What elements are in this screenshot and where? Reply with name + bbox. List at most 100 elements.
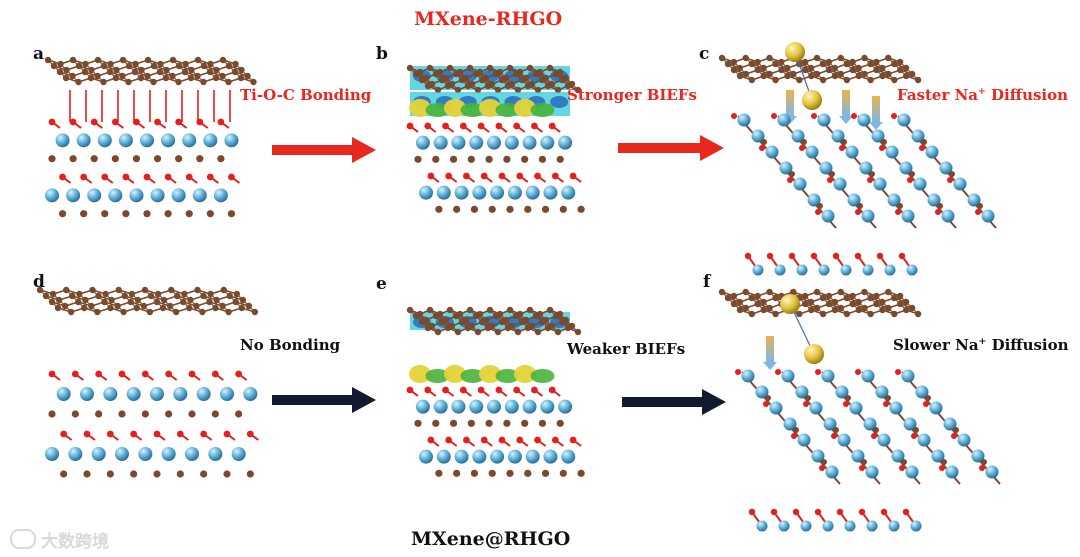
titanium-atom (561, 449, 576, 464)
mxene-slab (406, 122, 585, 213)
carbon-atom (841, 139, 847, 145)
carbon-atom (541, 205, 550, 213)
oxygen-atom (569, 172, 577, 180)
carbon-atom (238, 304, 245, 312)
carbon-atom (796, 76, 803, 84)
carbon-atom (897, 66, 904, 74)
carbon-atom (125, 62, 133, 70)
oxygen-atom (164, 173, 172, 181)
carbon-atom (87, 74, 95, 82)
arrow-head (702, 389, 726, 415)
carbon-atom (175, 155, 183, 163)
carbon-atom (449, 155, 458, 163)
titanium-atom (161, 447, 176, 461)
carbon-atom (120, 308, 127, 316)
carbon-atom (101, 210, 109, 218)
carbon-atom (438, 76, 446, 84)
titanium-atom (415, 135, 430, 150)
carbon-atom (485, 155, 493, 163)
oxygen-atom (891, 113, 897, 119)
carbon-atom (181, 68, 189, 76)
oxygen-atom (839, 145, 845, 151)
carbon-atom (424, 82, 432, 90)
carbon-atom (138, 66, 145, 74)
carbon-atom (75, 78, 82, 86)
carbon-atom (414, 419, 422, 427)
carbon-atom (444, 324, 452, 332)
oxygen-atom (442, 386, 449, 394)
carbon-atom (80, 210, 88, 218)
oxygen-atom (206, 173, 214, 181)
carbon-atom (219, 302, 226, 310)
titanium-atom (540, 135, 555, 150)
carbon-atom (466, 64, 474, 72)
oxygen-atom (445, 172, 453, 180)
titanium-atom (899, 161, 913, 175)
oxygen-atom (130, 430, 138, 438)
titanium-atom (436, 449, 451, 464)
carbon-atom (754, 66, 761, 74)
carbon-atom (861, 54, 868, 62)
carbon-atom (524, 324, 532, 332)
oxygen-atom (895, 209, 901, 215)
carbon-atom (207, 290, 214, 298)
carbon-atom (418, 318, 426, 326)
carbon-atom (825, 300, 833, 308)
panel-d-structure (36, 286, 259, 478)
carbon-atom (94, 56, 102, 64)
carbon-atom (454, 328, 462, 336)
oxygen-atom (200, 430, 208, 438)
carbon-atom (449, 419, 458, 427)
carbon-atom (736, 298, 744, 306)
titanium-atom (558, 399, 573, 414)
carbon-atom (801, 58, 809, 66)
oxygen-atom (196, 118, 204, 126)
graphene-sheet (36, 286, 259, 316)
carbon-atom (453, 205, 461, 213)
oxygen-atom (919, 145, 925, 151)
titanium-atom (208, 447, 223, 461)
titanium-atom (769, 401, 783, 415)
carbon-atom (75, 298, 82, 306)
carbon-atom (225, 78, 232, 86)
carbon-atom (83, 470, 91, 478)
titanium-atom (543, 185, 558, 200)
carbon-atom (837, 304, 845, 312)
titanium-atom (821, 369, 835, 383)
carbon-atom (772, 60, 779, 68)
titanium-atom (213, 188, 228, 203)
yellow-isosurface (479, 365, 501, 383)
carbon-atom (538, 76, 546, 84)
titanium-atom (55, 133, 70, 148)
titanium-atom (419, 185, 433, 200)
carbon-atom (435, 205, 443, 213)
carbon-atom (153, 155, 162, 163)
oxygen-atom (898, 252, 906, 260)
carbon-atom (175, 62, 183, 70)
titanium-atom (953, 177, 967, 191)
charge-accumulation-row (409, 365, 555, 383)
titanium-atom (451, 399, 466, 414)
titanium-atom (765, 145, 779, 159)
carbon-atom (891, 294, 898, 302)
carbon-atom (239, 296, 247, 304)
oxygen-atom (424, 386, 432, 394)
titanium-atom (985, 465, 999, 479)
carbon-atom (903, 306, 910, 314)
carbon-atom (845, 395, 851, 401)
oxygen-atom (59, 173, 66, 181)
carbon-atom (162, 74, 170, 82)
carbon-atom (807, 64, 815, 72)
titanium-atom (817, 113, 831, 127)
carbon-atom (194, 72, 201, 80)
titanium-atom (97, 133, 112, 148)
titanium-atom (967, 193, 981, 207)
carbon-atom (100, 62, 108, 70)
titanium-atom (504, 135, 519, 150)
carbon-atom (526, 64, 534, 72)
titanium-atom (929, 401, 943, 415)
carbon-atom (564, 82, 572, 90)
carbon-atom (730, 58, 738, 66)
carbon-atom (153, 298, 161, 306)
carbon-atom (166, 302, 174, 310)
